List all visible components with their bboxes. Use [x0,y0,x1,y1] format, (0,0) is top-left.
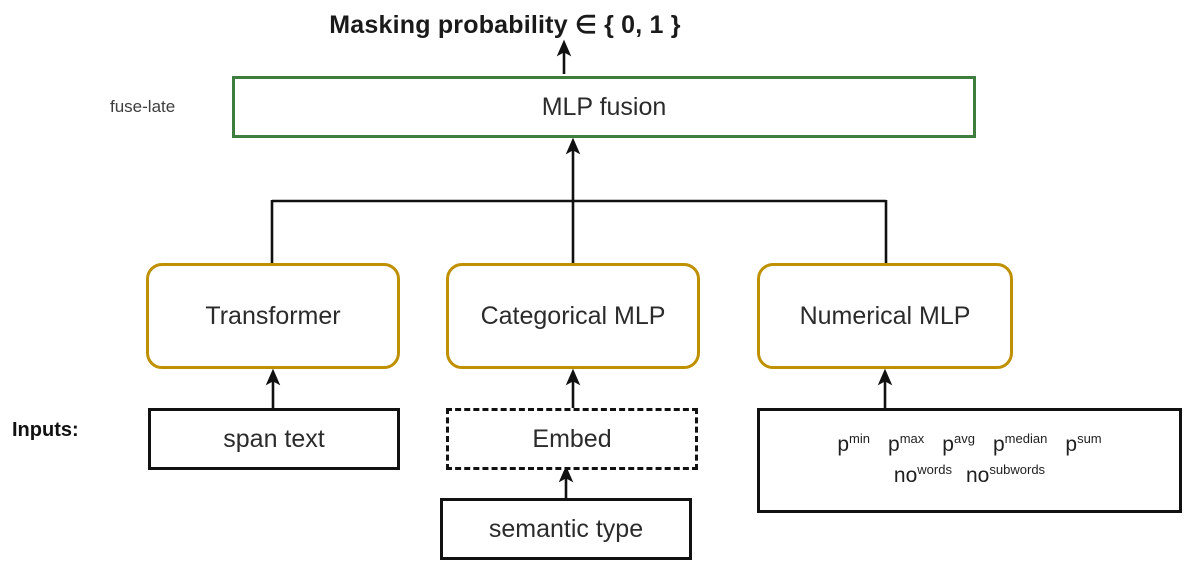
numeric-feature-no-words: nowords [893,461,952,487]
embed-label: Embed [532,424,612,453]
mlp-fusion-label: MLP fusion [541,92,667,121]
semantic-type-box[interactable]: semantic type [440,498,692,560]
numeric-features-row-1: pmin pmax pavg pmedian psum [768,430,1171,460]
numeric-feature-p-avg: pavg [942,431,975,457]
span-text-label: span text [223,424,325,453]
numeric-features-list: pmin pmax pavg pmedian psum nowords nosubword… [760,430,1179,491]
merge-bracket [270,137,888,263]
semantic-type-label: semantic type [488,514,644,543]
categorical-mlp-label: Categorical MLP [480,301,666,330]
page-title: Masking probability ∈ { 0, 1 } [329,11,681,39]
numeric-feature-p-sum: psum [1065,431,1102,457]
embed-box[interactable]: Embed [446,408,698,470]
categorical-mlp-box[interactable]: Categorical MLP [446,263,700,369]
inputs-label: Inputs: [12,419,79,441]
numerical-mlp-label: Numerical MLP [799,301,971,330]
numeric-feature-p-median: pmedian [992,431,1048,457]
numeric-feature-p-max: pmax [888,431,925,457]
numeric-feature-p-min: pmin [837,431,871,457]
span-text-box[interactable]: span text [148,408,400,470]
numeric-features-row-2: nowords nosubwords [768,461,1171,491]
numeric-feature-no-subwords: nosubwords [966,461,1046,487]
transformer-label: Transformer [205,301,341,330]
numerical-mlp-box[interactable]: Numerical MLP [757,263,1013,369]
transformer-box[interactable]: Transformer [146,263,400,369]
mlp-fusion-box[interactable]: MLP fusion [232,76,976,138]
numeric-features-box[interactable]: pmin pmax pavg pmedian psum nowords nosubword… [757,408,1182,513]
fuse-late-label: fuse-late [110,97,176,116]
